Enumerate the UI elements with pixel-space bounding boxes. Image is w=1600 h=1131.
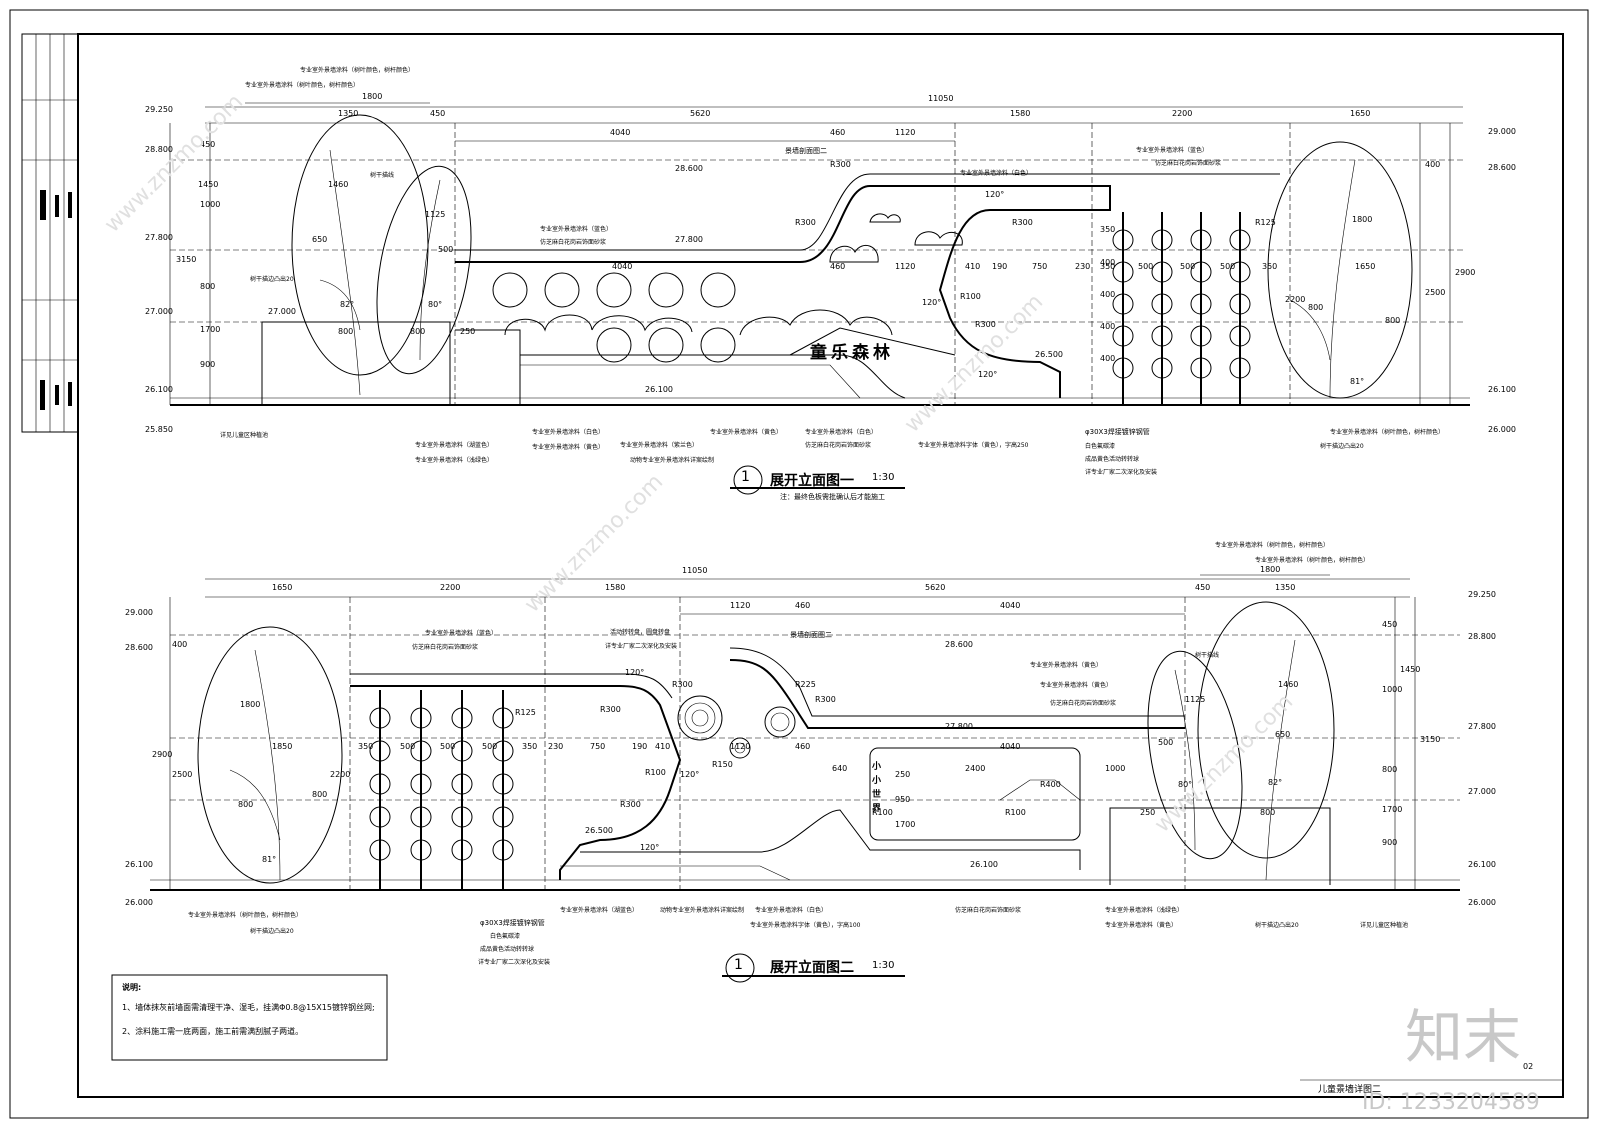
elevation-2 [150,574,1460,891]
sign-board [869,747,1081,841]
view-circle-1 [733,465,763,495]
tree-left-big [291,114,429,376]
tree-right [1267,141,1413,399]
tree2-right-big [1197,601,1335,859]
tree2-right-small [1147,650,1243,860]
tree-left-small [376,165,472,375]
tree2-left [197,626,343,884]
view-circle-2 [725,953,755,983]
elevation-1 [169,102,1470,406]
title-strip [21,33,79,433]
inner-frame [77,33,1564,1098]
outer-frame [9,9,1589,1119]
notes-box [111,974,388,1061]
